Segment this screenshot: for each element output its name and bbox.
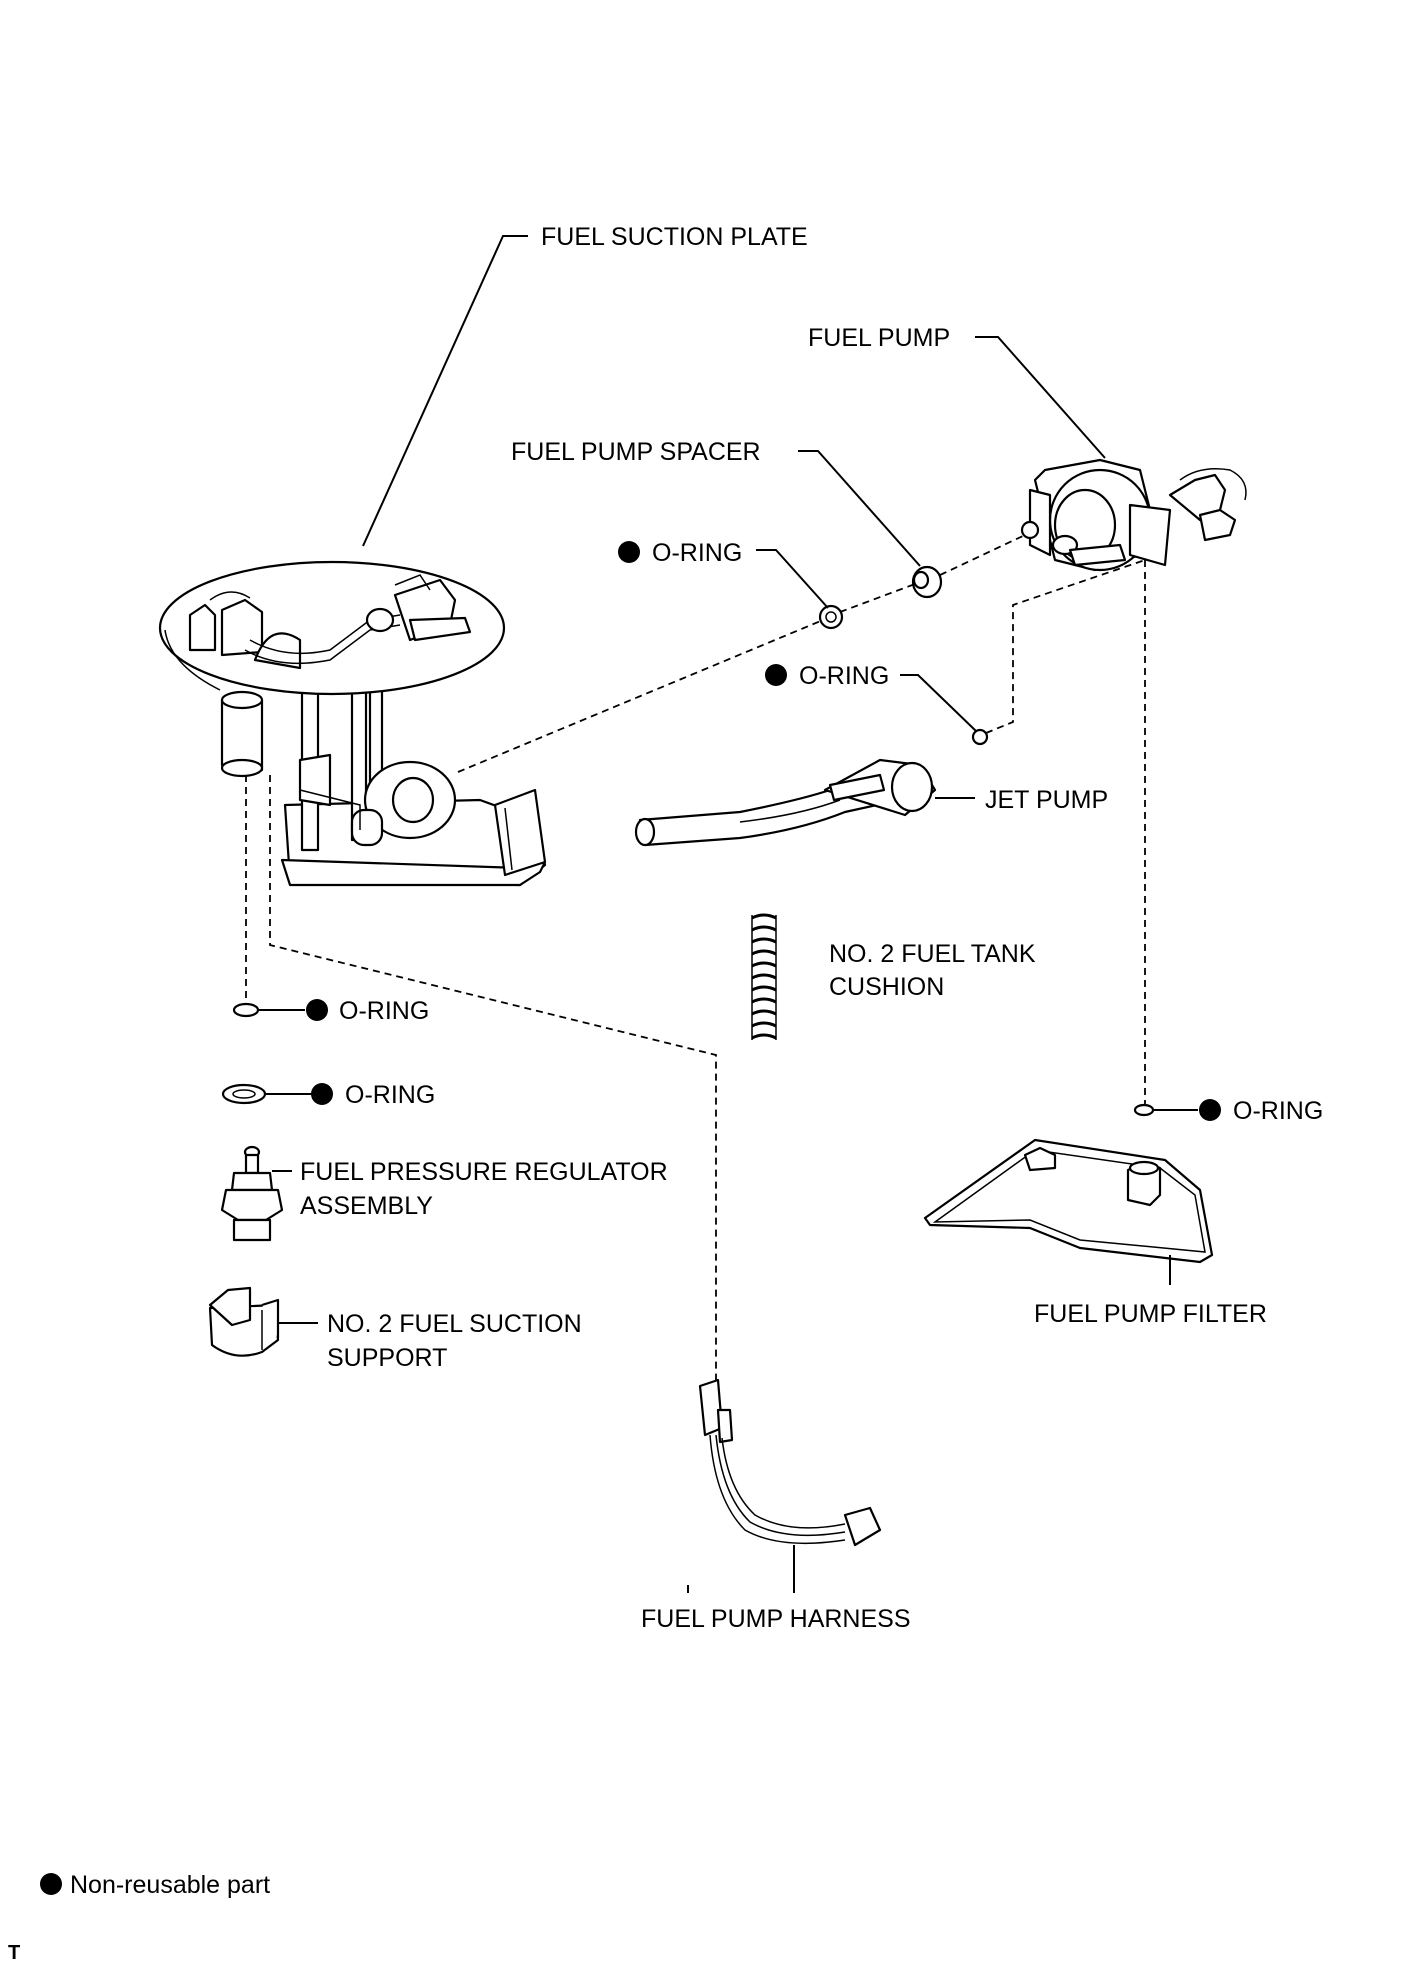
legend: Non-reusable part bbox=[40, 1871, 270, 1899]
label-o-ring-regulator-large: O-RING bbox=[345, 1081, 435, 1109]
label-fuel-pump-harness: FUEL PUMP HARNESS bbox=[641, 1605, 911, 1633]
tank-cushion-part bbox=[751, 913, 777, 1040]
label-suction-support-line2: SUPPORT bbox=[327, 1344, 447, 1372]
fuel-pump-filter-part bbox=[923, 1138, 1214, 1264]
label-fuel-suction-plate: FUEL SUCTION PLATE bbox=[541, 223, 808, 251]
fuel-pump-spacer-part bbox=[911, 565, 943, 599]
corner-code: T bbox=[8, 1942, 20, 1963]
leader-lines bbox=[258, 235, 1198, 1593]
fuel-pump-part bbox=[1020, 458, 1247, 572]
label-tank-cushion-line1: NO. 2 FUEL TANK bbox=[829, 940, 1036, 968]
fuel-suction-support-part bbox=[208, 1286, 280, 1357]
legend-text: Non-reusable part bbox=[70, 1871, 270, 1899]
label-fuel-pump-filter: FUEL PUMP FILTER bbox=[1034, 1300, 1267, 1328]
fuel-pressure-regulator-part bbox=[220, 1145, 284, 1242]
label-tank-cushion-line2: CUSHION bbox=[829, 973, 944, 1001]
label-o-ring-filter: O-RING bbox=[1233, 1097, 1323, 1125]
label-jet-pump: JET PUMP bbox=[985, 786, 1108, 814]
label-pressure-regulator-line2: ASSEMBLY bbox=[300, 1192, 433, 1220]
fuel-pump-harness-part bbox=[698, 1378, 882, 1547]
o-ring-jet-part bbox=[971, 728, 989, 746]
o-ring-filter-part bbox=[1133, 1103, 1155, 1117]
label-suction-support-line1: NO. 2 FUEL SUCTION bbox=[327, 1310, 582, 1338]
non-reusable-dot-icon bbox=[618, 541, 640, 563]
o-ring-regulator-large-part bbox=[221, 1083, 267, 1105]
non-reusable-dot-icon bbox=[311, 1083, 333, 1105]
o-ring-regulator-small-part bbox=[232, 1002, 260, 1018]
fuel-suction-plate-part bbox=[158, 560, 547, 887]
non-reusable-dot-icon bbox=[1199, 1099, 1221, 1121]
label-o-ring-regulator-small: O-RING bbox=[339, 997, 429, 1025]
assembly-dashed-lines bbox=[245, 534, 1146, 1380]
label-o-ring-spacer: O-RING bbox=[652, 539, 742, 567]
label-o-ring-jet: O-RING bbox=[799, 662, 889, 690]
non-reusable-dot-icon bbox=[40, 1873, 62, 1895]
non-reusable-dot-icon bbox=[765, 664, 787, 686]
label-fuel-pump-spacer: FUEL PUMP SPACER bbox=[511, 438, 761, 466]
jet-pump-part bbox=[634, 758, 937, 847]
o-ring-spacer-part bbox=[818, 604, 844, 630]
label-pressure-regulator-line1: FUEL PRESSURE REGULATOR bbox=[300, 1158, 668, 1186]
non-reusable-dot-icon bbox=[306, 999, 328, 1021]
label-fuel-pump: FUEL PUMP bbox=[808, 324, 950, 352]
